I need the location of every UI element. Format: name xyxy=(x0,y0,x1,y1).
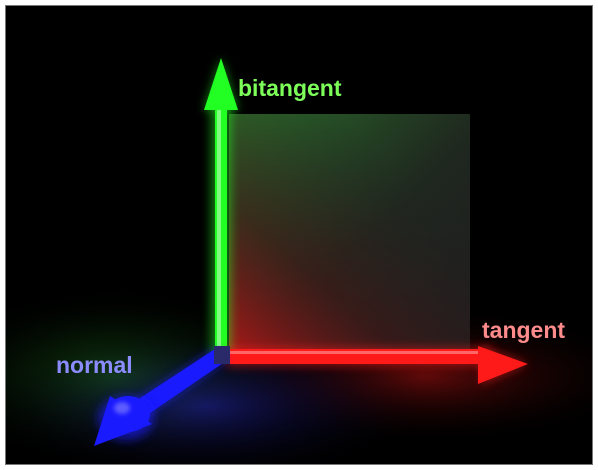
normal-axis xyxy=(94,349,226,446)
texture-plane xyxy=(229,114,470,356)
render-frame: bitangent tangent normal xyxy=(5,5,593,465)
normal-label: normal xyxy=(56,352,133,378)
origin-joint xyxy=(214,346,230,364)
tangent-axis xyxy=(226,346,528,384)
bitangent-axis xyxy=(204,58,238,358)
tangent-label: tangent xyxy=(482,317,565,343)
bitangent-label: bitangent xyxy=(238,75,342,101)
tangent-space-diagram: bitangent tangent normal xyxy=(6,6,592,464)
